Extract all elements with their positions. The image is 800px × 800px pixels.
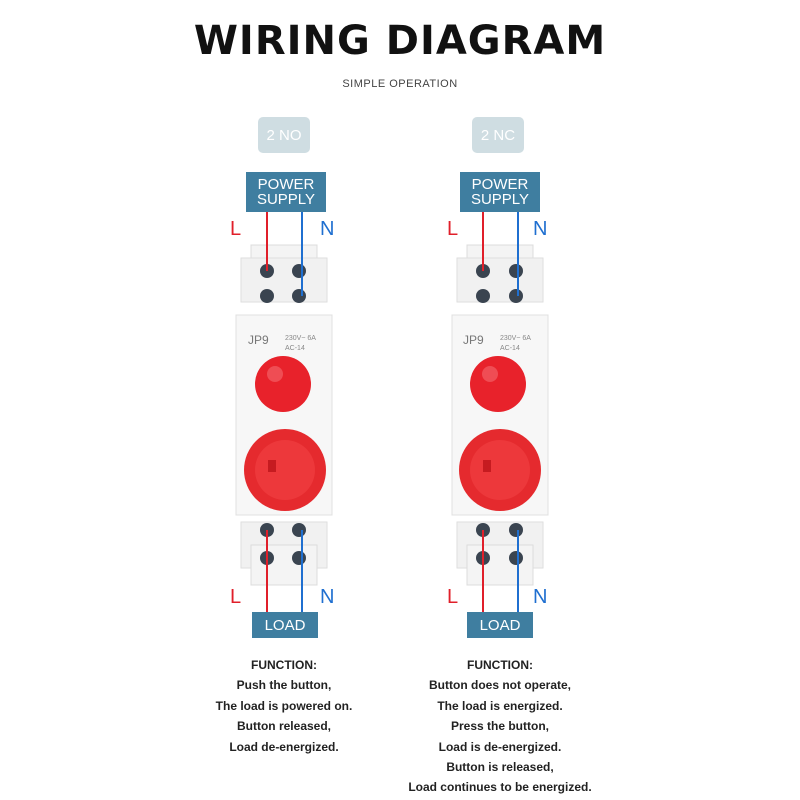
power-supply-line2-left: SUPPLY: [256, 191, 316, 208]
load-box-right: LOAD: [467, 612, 533, 638]
power-supply-box-right: POWER SUPPLY: [460, 172, 540, 212]
function-line: The load is energized.: [437, 698, 563, 713]
function-line: Press the button,: [450, 719, 549, 734]
live-label-bottom-right: L: [447, 586, 459, 608]
power-supply-line1-left: POWER: [257, 176, 315, 193]
neutral-label-bottom-left: N: [320, 586, 335, 608]
mode-tag-left: 2 NO: [258, 117, 310, 153]
neutral-label-top-right: N: [533, 218, 548, 240]
function-heading-left: FUNCTION:: [251, 658, 317, 672]
function-text-right: FUNCTION: Button does not operate, The l…: [390, 655, 610, 798]
function-line: Button does not operate,: [429, 678, 571, 693]
page-subtitle: SIMPLE OPERATION: [342, 78, 458, 90]
function-line: Button released,: [236, 719, 332, 734]
device-rating-right: 230V~ 6A: [500, 335, 531, 342]
device-model-right: JP9: [463, 333, 484, 347]
neutral-label-bottom-right: N: [533, 586, 548, 608]
power-supply-line1-right: POWER: [471, 176, 529, 193]
indicator-lamp-left: [255, 356, 311, 412]
load-box-left: LOAD: [252, 612, 318, 638]
relay-device-left: [235, 244, 333, 586]
function-line: Load continues to be energized.: [408, 780, 592, 795]
function-line: The load is powered on.: [215, 698, 353, 713]
live-label-top-right: L: [447, 218, 459, 240]
function-text-left: FUNCTION: Push the button, The load is p…: [184, 655, 384, 757]
device-rating-left: 230V~ 6A: [285, 335, 316, 342]
device-category-left: AC-14: [285, 345, 305, 352]
page-title: WIRING DIAGRAM: [193, 18, 607, 64]
device-category-right: AC-14: [500, 345, 520, 352]
function-heading-right: FUNCTION:: [467, 658, 533, 672]
function-line: Push the button,: [236, 678, 332, 693]
neutral-label-top-left: N: [320, 218, 335, 240]
live-label-top-left: L: [230, 218, 242, 240]
function-line: Button is released,: [446, 760, 554, 775]
live-label-bottom-left: L: [230, 586, 242, 608]
relay-device-right: [451, 244, 549, 586]
power-supply-line2-right: SUPPLY: [470, 191, 530, 208]
function-line: Load de-energized.: [229, 739, 339, 754]
function-line: Load is de-energized.: [438, 739, 562, 754]
mode-tag-right: 2 NC: [472, 117, 524, 153]
indicator-lamp-right: [470, 356, 526, 412]
power-supply-box-left: POWER SUPPLY: [246, 172, 326, 212]
device-model-left: JP9: [248, 333, 269, 347]
